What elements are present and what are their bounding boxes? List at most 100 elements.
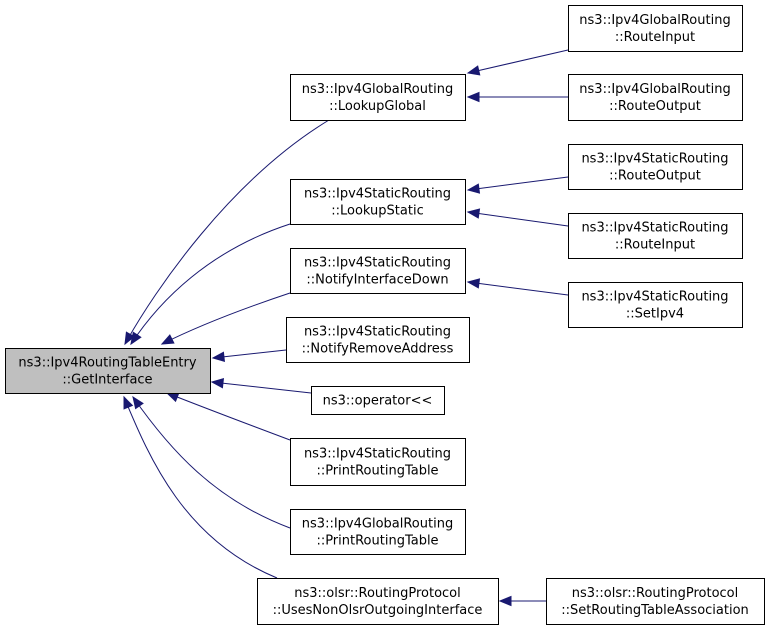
edge-line bbox=[467, 211, 569, 227]
edge-lookup-static-to-root bbox=[130, 223, 291, 346]
edge-line bbox=[130, 223, 291, 345]
node-label-line: ns3::Ipv4StaticRouting bbox=[304, 256, 451, 271]
arrowhead-icon bbox=[466, 183, 481, 194]
node-box[interactable] bbox=[286, 317, 470, 363]
node-box[interactable] bbox=[290, 438, 466, 486]
node-box[interactable] bbox=[568, 144, 743, 190]
edge-line bbox=[132, 396, 291, 529]
arrowhead-icon bbox=[130, 331, 142, 346]
node-label-line: ns3::Ipv4GlobalRouting bbox=[302, 82, 453, 97]
edge-lookup-global-to-root bbox=[124, 119, 330, 346]
node-label-line: ::RouteOutput bbox=[609, 169, 701, 184]
node-box[interactable] bbox=[5, 348, 211, 394]
node-lookup-global[interactable]: ns3::Ipv4GlobalRouting::LookupGlobal bbox=[290, 74, 466, 121]
edge-set-routing-table-association-to-uses-non-olsr bbox=[498, 595, 546, 607]
node-box[interactable] bbox=[546, 578, 765, 625]
node-label-line: ns3::Ipv4GlobalRouting bbox=[579, 13, 730, 28]
node-label-line: ns3::Ipv4StaticRouting bbox=[581, 152, 728, 167]
arrowhead-icon bbox=[211, 351, 226, 362]
edge-static-set-ipv4-to-notify-interface-down bbox=[466, 278, 569, 296]
edge-line bbox=[467, 176, 569, 191]
node-box[interactable] bbox=[290, 74, 466, 121]
node-box[interactable] bbox=[311, 386, 445, 415]
arrowhead-icon bbox=[124, 331, 136, 346]
arrowhead-icon bbox=[132, 395, 144, 410]
node-global-route-output[interactable]: ns3::Ipv4GlobalRouting::RouteOutput bbox=[568, 74, 743, 121]
node-label-line: ns3::Ipv4RoutingTableEntry bbox=[18, 356, 196, 371]
edge-line bbox=[212, 349, 287, 359]
arrowhead-icon bbox=[123, 395, 134, 410]
edge-line bbox=[211, 381, 312, 394]
edge-notify-interface-down-to-root bbox=[160, 292, 291, 345]
node-label-line: ::PrintRoutingTable bbox=[316, 534, 438, 549]
node-box[interactable] bbox=[568, 282, 743, 328]
node-box[interactable] bbox=[568, 213, 743, 259]
node-global-route-input[interactable]: ns3::Ipv4GlobalRouting::RouteInput bbox=[568, 5, 743, 52]
edge-global-print-routing-table-to-root bbox=[132, 395, 291, 529]
arrowhead-icon bbox=[160, 334, 175, 345]
node-label-line: ::GetInterface bbox=[62, 373, 152, 388]
node-box[interactable] bbox=[290, 509, 466, 555]
arrowhead-icon bbox=[498, 595, 512, 607]
node-label-line: ::PrintRoutingTable bbox=[316, 464, 438, 479]
node-notify-remove-address[interactable]: ns3::Ipv4StaticRouting::NotifyRemoveAddr… bbox=[286, 317, 470, 363]
edge-notify-remove-address-to-root bbox=[211, 349, 287, 362]
node-label-line: ::NotifyInterfaceDown bbox=[306, 273, 448, 288]
edge-global-route-output-to-lookup-global bbox=[466, 91, 568, 103]
node-root[interactable]: ns3::Ipv4RoutingTableEntry::GetInterface bbox=[5, 348, 211, 394]
edge-static-route-output-to-lookup-static bbox=[466, 176, 569, 194]
arrowhead-icon bbox=[165, 392, 180, 403]
node-label-line: ns3::Ipv4StaticRouting bbox=[304, 325, 451, 340]
node-label-line: ::SetIpv4 bbox=[626, 307, 684, 322]
node-box[interactable] bbox=[568, 74, 743, 121]
node-label-line: ::SetRoutingTableAssociation bbox=[561, 603, 749, 618]
node-label-line: ::UsesNonOlsrOutgoingInterface bbox=[273, 603, 483, 618]
arrowhead-icon bbox=[210, 378, 225, 389]
node-label-line: ns3::Ipv4GlobalRouting bbox=[302, 517, 453, 532]
node-label-line: ns3::Ipv4StaticRouting bbox=[581, 290, 728, 305]
edge-static-route-input-to-lookup-static bbox=[466, 208, 569, 227]
node-static-route-output[interactable]: ns3::Ipv4StaticRouting::RouteOutput bbox=[568, 144, 743, 190]
node-static-route-input[interactable]: ns3::Ipv4StaticRouting::RouteInput bbox=[568, 213, 743, 259]
node-label-line: ns3::operator<< bbox=[323, 394, 433, 409]
node-label-line: ::RouteInput bbox=[615, 238, 695, 253]
node-label-line: ns3::Ipv4GlobalRouting bbox=[579, 82, 730, 97]
node-box[interactable] bbox=[568, 5, 743, 52]
arrowhead-icon bbox=[466, 278, 481, 289]
node-label-line: ::NotifyRemoveAddress bbox=[302, 342, 454, 357]
arrowhead-icon bbox=[466, 91, 480, 103]
node-operator-shift[interactable]: ns3::operator<< bbox=[311, 386, 445, 415]
node-label-line: ns3::olsr::RoutingProtocol bbox=[294, 586, 461, 601]
node-lookup-static[interactable]: ns3::Ipv4StaticRouting::LookupStatic bbox=[290, 179, 466, 225]
node-label-line: ::LookupStatic bbox=[331, 204, 423, 219]
node-label-line: ns3::olsr::RoutingProtocol bbox=[572, 586, 739, 601]
node-static-set-ipv4[interactable]: ns3::Ipv4StaticRouting::SetIpv4 bbox=[568, 282, 743, 328]
node-static-print-routing-table[interactable]: ns3::Ipv4StaticRouting::PrintRoutingTabl… bbox=[290, 438, 466, 486]
edge-line bbox=[124, 119, 330, 345]
node-label-line: ::RouteOutput bbox=[609, 99, 701, 114]
edge-line bbox=[467, 49, 569, 74]
edge-line bbox=[467, 281, 569, 296]
arrowhead-icon bbox=[466, 208, 481, 219]
node-global-print-routing-table[interactable]: ns3::Ipv4GlobalRouting::PrintRoutingTabl… bbox=[290, 509, 466, 555]
node-box[interactable] bbox=[290, 179, 466, 225]
edge-uses-non-olsr-to-root bbox=[123, 395, 278, 579]
node-box[interactable] bbox=[290, 248, 466, 294]
edges bbox=[123, 49, 569, 607]
node-label-line: ns3::Ipv4StaticRouting bbox=[304, 447, 451, 462]
node-notify-interface-down[interactable]: ns3::Ipv4StaticRouting::NotifyInterfaceD… bbox=[290, 248, 466, 294]
edge-static-print-routing-table-to-root bbox=[165, 392, 291, 441]
node-set-routing-table-association[interactable]: ns3::olsr::RoutingProtocol::SetRoutingTa… bbox=[546, 578, 765, 625]
node-label-line: ns3::Ipv4StaticRouting bbox=[581, 221, 728, 236]
node-box[interactable] bbox=[257, 578, 499, 625]
node-label-line: ns3::Ipv4StaticRouting bbox=[304, 187, 451, 202]
edge-line bbox=[166, 392, 291, 441]
arrowhead-icon bbox=[466, 65, 481, 76]
node-label-line: ::LookupGlobal bbox=[329, 99, 426, 114]
edge-global-route-input-to-lookup-global bbox=[466, 49, 569, 76]
edge-operator-shift-to-root bbox=[210, 378, 312, 394]
node-label-line: ::RouteInput bbox=[615, 30, 695, 45]
node-uses-non-olsr[interactable]: ns3::olsr::RoutingProtocol::UsesNonOlsrO… bbox=[257, 578, 499, 625]
edge-line bbox=[161, 292, 291, 345]
